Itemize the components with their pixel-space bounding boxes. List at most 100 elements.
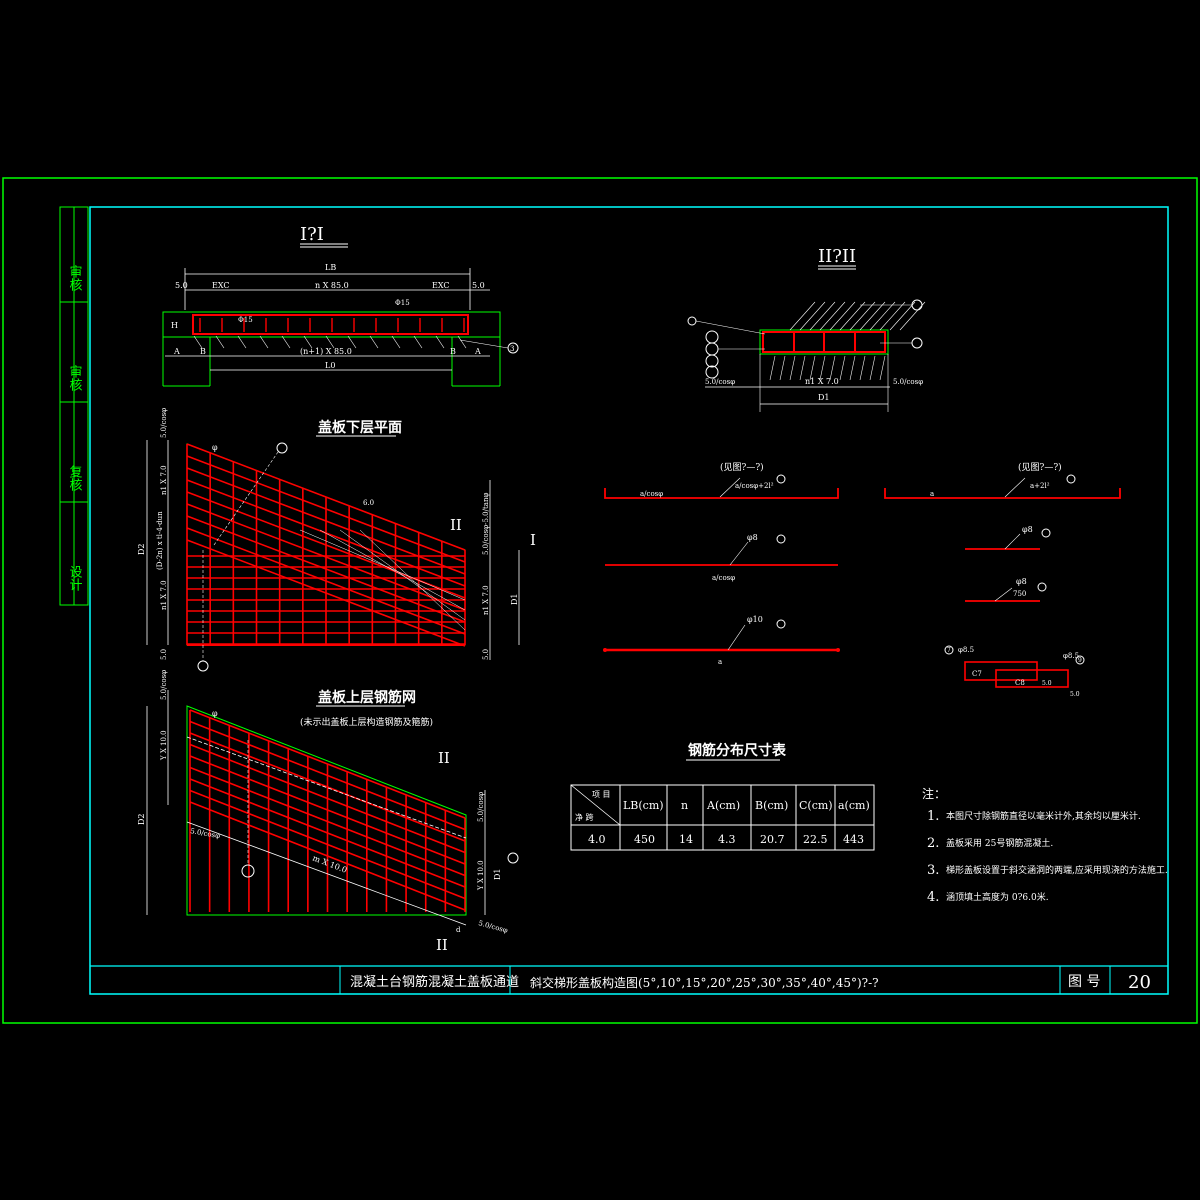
note-3-text: 梯形盖板设置于斜交涵洞的两端,应采用现浇的方法施工. — [946, 864, 1168, 876]
r9-num: 9 — [1078, 657, 1082, 664]
section-1-title: I?I — [300, 224, 324, 245]
section-2: II?II 5.0/cosφ 5.0/cosφ n1 X 7.0 D1 — [687, 246, 926, 412]
table-title: 钢筋分布尺寸表 — [688, 742, 787, 759]
pl-n17: n1 X 7.0 — [160, 465, 168, 495]
svg-text:3: 3 — [510, 345, 514, 353]
pl-grade: 6.0 — [363, 499, 374, 507]
note-3-num: 3. — [927, 863, 939, 878]
td-0: 450 — [634, 833, 655, 846]
title-left: 混凝土台钢筋混凝土盖板通道 — [350, 974, 519, 990]
pl-right-top: 5.0/cosφ-5.0/tanφ — [482, 493, 490, 555]
plan-upper-subtitle: (未示出盖板上层构造钢筋及箍筋) — [300, 716, 433, 728]
pu-y10: Y X 10.0 — [160, 730, 168, 761]
dim-lb: LB — [325, 263, 336, 272]
side-label-3: 复核 — [67, 465, 83, 491]
pu-rb: 5.0/cosφ — [477, 919, 508, 935]
dim-h: H — [171, 321, 178, 330]
r7-dia: φ8.5 — [958, 646, 974, 654]
s2-d1: D1 — [818, 393, 830, 402]
td-3: 20.7 — [760, 833, 785, 846]
plan-upper-title: 盖板上层钢筋网 — [318, 689, 416, 706]
rebar-details: (见图?—?) a/cosφ a/cosφ+2l² (见图?—?) a a+2l… — [603, 462, 1121, 698]
pu-top: 5.0/cosφ — [160, 670, 168, 700]
th-3: B(cm) — [755, 799, 788, 812]
td-4: 22.5 — [803, 833, 828, 846]
r6-dia: φ10 — [747, 615, 763, 624]
r1-note: (见图?—?) — [720, 462, 764, 473]
pu-sec-top: II — [438, 749, 450, 767]
pl-mid: (D-2n) x tl-4-dun — [156, 511, 164, 570]
r6-label: a — [718, 658, 722, 666]
pu-ry10: Y X 10.0 — [477, 860, 485, 891]
r7-num: 7 — [947, 647, 951, 654]
pu-d2: D2 — [137, 813, 146, 825]
side-label-2: 审核 — [67, 365, 83, 391]
pl-bottom: 5.0 — [160, 649, 168, 660]
note-2-num: 2. — [927, 836, 939, 851]
r2-mid: a+2l² — [1030, 482, 1050, 490]
notes-heading: 注： — [922, 786, 946, 801]
rebar-table: 钢筋分布尺寸表 项 目 净 跨 LB(cm) n A(cm) B(cm) C(c… — [570, 742, 875, 851]
r7-d50: 5.0 — [1042, 680, 1052, 687]
th-0: LB(cm) — [623, 799, 664, 812]
r7-c7: C7 — [972, 670, 982, 678]
notes: 注： 1. 本图尺寸除钢筋直径以毫米计外,其余均以厘米计. 2. 盖板采用 25… — [922, 786, 1168, 905]
r2-note: (见图?—?) — [1018, 462, 1062, 473]
r5-label: a/cosφ — [712, 574, 735, 582]
pu-r10: 5.0/cosφ — [477, 792, 485, 822]
note-1-num: 1. — [927, 809, 939, 824]
outer-frame — [2, 177, 1198, 1024]
pl-n17b: n1 X 7.0 — [160, 580, 168, 610]
r4-label: 750 — [1013, 590, 1026, 598]
pl-d2: D2 — [137, 543, 146, 555]
pu-sec-bottom: II — [436, 936, 448, 954]
plan-upper: 盖板上层钢筋网 (未示出盖板上层构造钢筋及箍筋) 5.0/cosφ Y X 10… — [137, 670, 519, 954]
plan-lower-title: 盖板下层平面 — [318, 419, 402, 436]
dim-exc-right: EXC — [432, 281, 450, 290]
dim-edge-right: 5.0 — [472, 281, 485, 290]
pl-phi: φ — [212, 443, 218, 452]
r2-left: a — [930, 490, 934, 498]
dim-exc-left: EXC — [212, 281, 230, 290]
dim-b-left: B — [200, 347, 206, 356]
s2-cos-left: 5.0/cosφ — [705, 378, 735, 386]
dim-d15-left: Φ15 — [238, 316, 253, 324]
dim-l0: L0 — [325, 361, 335, 370]
r4-dia: φ8 — [1016, 577, 1027, 586]
fig-number: 20 — [1128, 972, 1151, 993]
side-label-4: 设计 — [67, 565, 83, 591]
pl-right-b: 5.0 — [482, 649, 490, 660]
pu-phi: φ — [212, 709, 218, 718]
pl-sec2: II — [450, 516, 462, 534]
fig-label: 图 号 — [1068, 974, 1100, 990]
r1-mid: a/cosφ+2l² — [735, 482, 774, 490]
pl-right-d1: D1 — [510, 593, 519, 605]
inner-frame — [89, 206, 1169, 995]
dim-a-left: A — [173, 347, 180, 356]
r7-c8: C8 — [1015, 679, 1025, 687]
dim-b-right: B — [450, 347, 456, 356]
table-corner-bottom: 净 跨 — [575, 812, 594, 822]
dim-edge-left: 5.0 — [175, 281, 188, 290]
plan-lower: 盖板下层平面 5.0/cosφ n1 X 7.0 (D-2n) x tl-4-d… — [137, 408, 536, 672]
title-main: 斜交梯形盖板构造图(5°,10°,15°,20°,25°,30°,35°,40°… — [530, 975, 879, 990]
r3-dia: φ8 — [1022, 525, 1033, 534]
dim-n85: n X 85.0 — [315, 281, 349, 290]
section-1: I?I LB 5.0 5.0 EXC EXC n X 85.0 H Φ15 Φ1… — [162, 224, 519, 387]
side-label-1: 审核 — [67, 265, 83, 291]
s2-n17: n1 X 7.0 — [805, 377, 839, 386]
table-corner-top: 项 目 — [592, 790, 611, 799]
note-2-text: 盖板采用 25号钢筋混凝土. — [946, 837, 1053, 849]
section-2-title: II?II — [818, 246, 856, 267]
r1-left: a/cosφ — [640, 490, 663, 498]
pl-sec1: I — [530, 531, 536, 549]
r9-dia: φ8.5 — [1063, 652, 1079, 660]
note-4-text: 涵顶填土高度为 0?6.0米. — [946, 891, 1049, 903]
note-1-text: 本图尺寸除钢筋直径以毫米计外,其余均以厘米计. — [946, 810, 1141, 822]
td-span: 4.0 — [588, 833, 606, 846]
pu-d: d — [456, 926, 461, 934]
pl-right-n: n1 X 7.0 — [482, 585, 490, 615]
pl-top: 5.0/cosφ — [160, 408, 168, 438]
note-4-num: 4. — [927, 890, 939, 905]
